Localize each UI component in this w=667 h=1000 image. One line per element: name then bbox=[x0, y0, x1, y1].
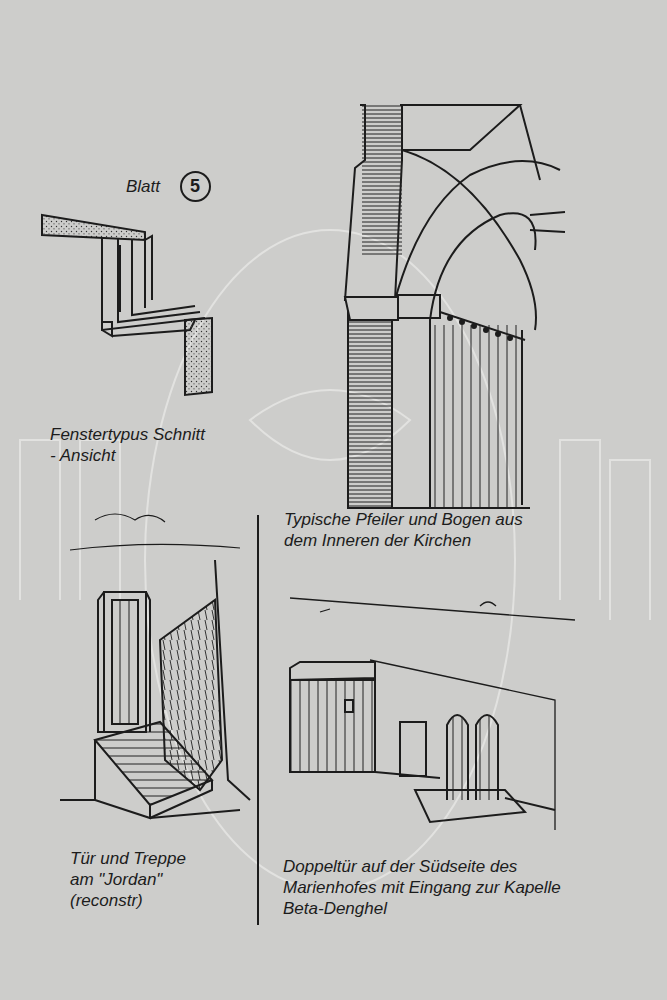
figure-caption: Fenstertypus Schnitt - Ansicht bbox=[50, 424, 210, 466]
figure-caption: Tür und Treppe am "Jordan" (reconstr) bbox=[70, 848, 188, 911]
sheet-number: 5 bbox=[190, 176, 200, 197]
figure-caption: Typische Pfeiler und Bogen aus dem Inner… bbox=[284, 509, 524, 551]
figure-caption: Doppeltür auf der Südseite des Marienhof… bbox=[283, 856, 603, 919]
sheet-number-circle: 5 bbox=[180, 171, 211, 202]
sheet-label: Blatt bbox=[126, 176, 186, 197]
